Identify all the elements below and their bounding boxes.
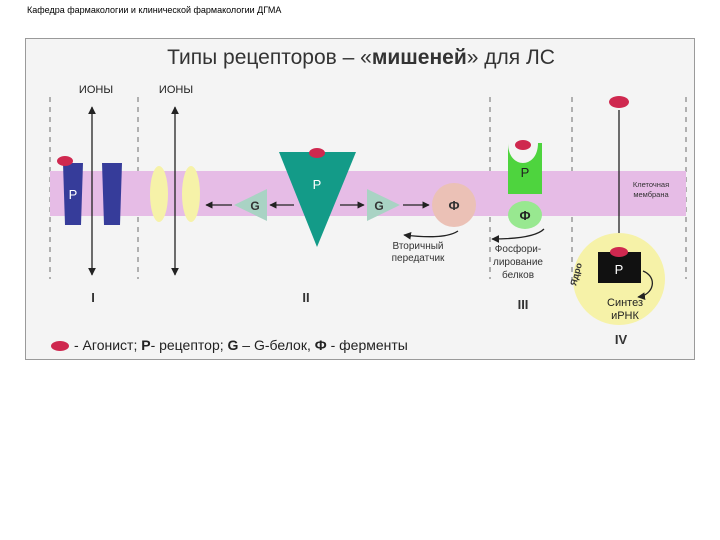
nuclear-receptor [598,252,641,283]
secondary-messenger-arrow [403,230,459,240]
membrane-label-line2: мембрана [633,190,669,199]
ion-channel-yellow-right [182,166,200,222]
phosphorylation-line2: лирование [493,257,543,268]
ions-label-1: ИОНЫ [79,84,113,96]
phosphorylation-arrow [491,228,545,243]
g-letter-left: G [250,199,259,213]
page-header: Кафедра фармакологии и клинической фарма… [27,5,282,15]
g-protein-left [234,189,267,221]
diagram-title: Типы рецепторов – «мишеней» для ЛС [167,46,555,69]
g-letter-right: G [374,199,383,213]
agonist-marker-type1 [57,156,73,166]
type-label-2: II [302,290,309,305]
ion-channel-left-subunit [63,163,83,225]
receptor-letter-type3: Р [521,165,530,180]
synthesis-line1: Синтез [607,297,643,309]
ion-channel-right-subunit [102,163,122,225]
ions-label-2: ИОНЫ [159,84,193,96]
enzyme-letter: Ф [448,198,459,213]
receptor-types-figure: Типы рецепторов – «мишеней» для ЛС Клето… [25,38,695,360]
agonist-bound-nuclear [610,247,628,257]
legend-agonist-marker [51,341,69,351]
enzyme-receptor-bottom [508,201,542,229]
phosphorylation-line3: белков [502,269,534,281]
secondary-messenger-line1: Вторичный [392,241,443,252]
membrane-label-line1: Клеточная [633,180,669,189]
receptor-letter-type2: Р [313,177,322,192]
enzyme-circle [432,183,476,227]
agonist-marker-type3 [515,140,531,150]
enzyme-letter-type3: Ф [519,208,530,223]
ion-channel-yellow-left [150,166,168,222]
receptor-letter-type4: Р [615,262,624,277]
g-protein-right [367,189,400,221]
type-label-4: IV [615,332,628,347]
secondary-messenger-line2: передатчик [392,253,445,264]
enzyme-receptor-top [508,143,542,194]
agonist-marker-type4 [609,96,629,108]
legend-text: - Агонист; Р- рецептор; G – G-белок, Ф -… [74,337,408,353]
agonist-marker-type2 [309,148,325,158]
gpcr-receptor-triangle [279,152,356,247]
type-label-1: I [91,290,95,305]
receptor-letter-type1: Р [69,187,78,202]
type-label-3: III [518,297,529,312]
phosphorylation-line1: Фосфори- [495,243,541,255]
receptor-diagram: Типы рецепторов – «мишеней» для ЛС Клето… [49,46,687,353]
mrna-synthesis-arrow [637,270,653,300]
synthesis-line2: иРНК [611,310,639,322]
